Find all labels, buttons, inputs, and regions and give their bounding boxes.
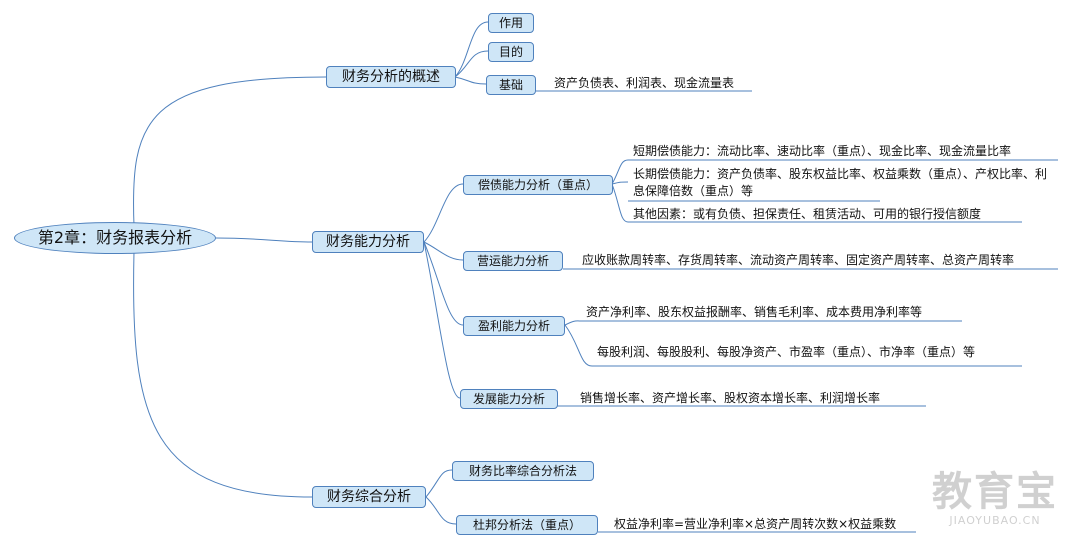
topic-profitability-analysis[interactable]: 盈利能力分析 [463, 316, 565, 336]
topic-purpose[interactable]: 目的 [488, 42, 534, 62]
watermark-domain: JIAOYUBAO.CN [949, 514, 1041, 527]
connector-comp-dupont [425, 496, 457, 525]
connector-root-overview [133, 76, 327, 227]
connector-overview-basis [454, 76, 487, 85]
root-topic[interactable]: 第2章：财务报表分析 [14, 222, 216, 254]
topic-operating-analysis[interactable]: 营运能力分析 [463, 251, 563, 271]
connector-ability-operating [423, 241, 464, 261]
solvency-short-term: 短期偿债能力：流动比率、速动比率（重点）、现金比率、现金流量比率 [633, 144, 1012, 158]
topic-financial-comprehensive-analysis[interactable]: 财务综合分析 [312, 486, 426, 508]
connector-overview-purpose [454, 50, 489, 78]
connector-root-comprehensive [133, 251, 313, 498]
connector-ability-profit [423, 241, 464, 326]
watermark-logo: 教育宝 JIAOYUBAO.CN [932, 470, 1058, 527]
connector-solvency-short [611, 159, 629, 185]
profitability-detail-2: 每股利润、每股股利、每股净资产、市盈率（重点）、市净率（重点）等 [597, 345, 976, 359]
topic-financial-analysis-overview[interactable]: 财务分析的概述 [326, 66, 456, 88]
connector-profit-1 [564, 320, 583, 326]
connector-profit-2 [564, 324, 593, 367]
growth-detail: 销售增长率、资产增长率、股权资本增长率、利润增长率 [580, 391, 881, 405]
connector-root-ability [215, 237, 313, 243]
topic-role[interactable]: 作用 [488, 13, 534, 33]
profitability-detail-1: 资产净利率、股东权益报酬率、销售毛利率、成本费用净利率等 [586, 305, 923, 319]
connector-comp-ratio [425, 469, 453, 498]
connector-solvency-other [611, 183, 629, 223]
solvency-other-factors: 其他因素：或有负债、担保责任、租赁活动、可用的银行授信额度 [633, 207, 982, 221]
topic-growth-analysis[interactable]: 发展能力分析 [460, 389, 558, 409]
connector-solvency-long [611, 181, 629, 185]
topic-financial-ability-analysis[interactable]: 财务能力分析 [312, 231, 424, 253]
watermark-text: 教育宝 [932, 469, 1058, 515]
connector-ability-growth [423, 241, 461, 399]
topic-basis[interactable]: 基础 [486, 75, 536, 95]
topic-dupont-analysis[interactable]: 杜邦分析法（重点） [456, 515, 598, 535]
solvency-long-term: 长期偿债能力：资产负债率、股东权益比率、权益乘数（重点）、产权比率、利息保障倍数… [633, 167, 1048, 198]
topic-ratio-comprehensive-method[interactable]: 财务比率综合分析法 [452, 461, 594, 481]
connector-ability-solvency [423, 183, 464, 243]
connector-overview-role [454, 21, 489, 78]
operating-detail: 应收账款周转率、存货周转率、流动资产周转率、固定资产周转率、总资产周转率 [582, 253, 1015, 267]
dupont-detail: 权益净利率=营业净利率×总资产周转次数×权益乘数 [614, 517, 897, 531]
topic-solvency-analysis[interactable]: 偿债能力分析（重点） [463, 175, 613, 195]
basis-detail: 资产负债表、利润表、现金流量表 [554, 76, 735, 90]
